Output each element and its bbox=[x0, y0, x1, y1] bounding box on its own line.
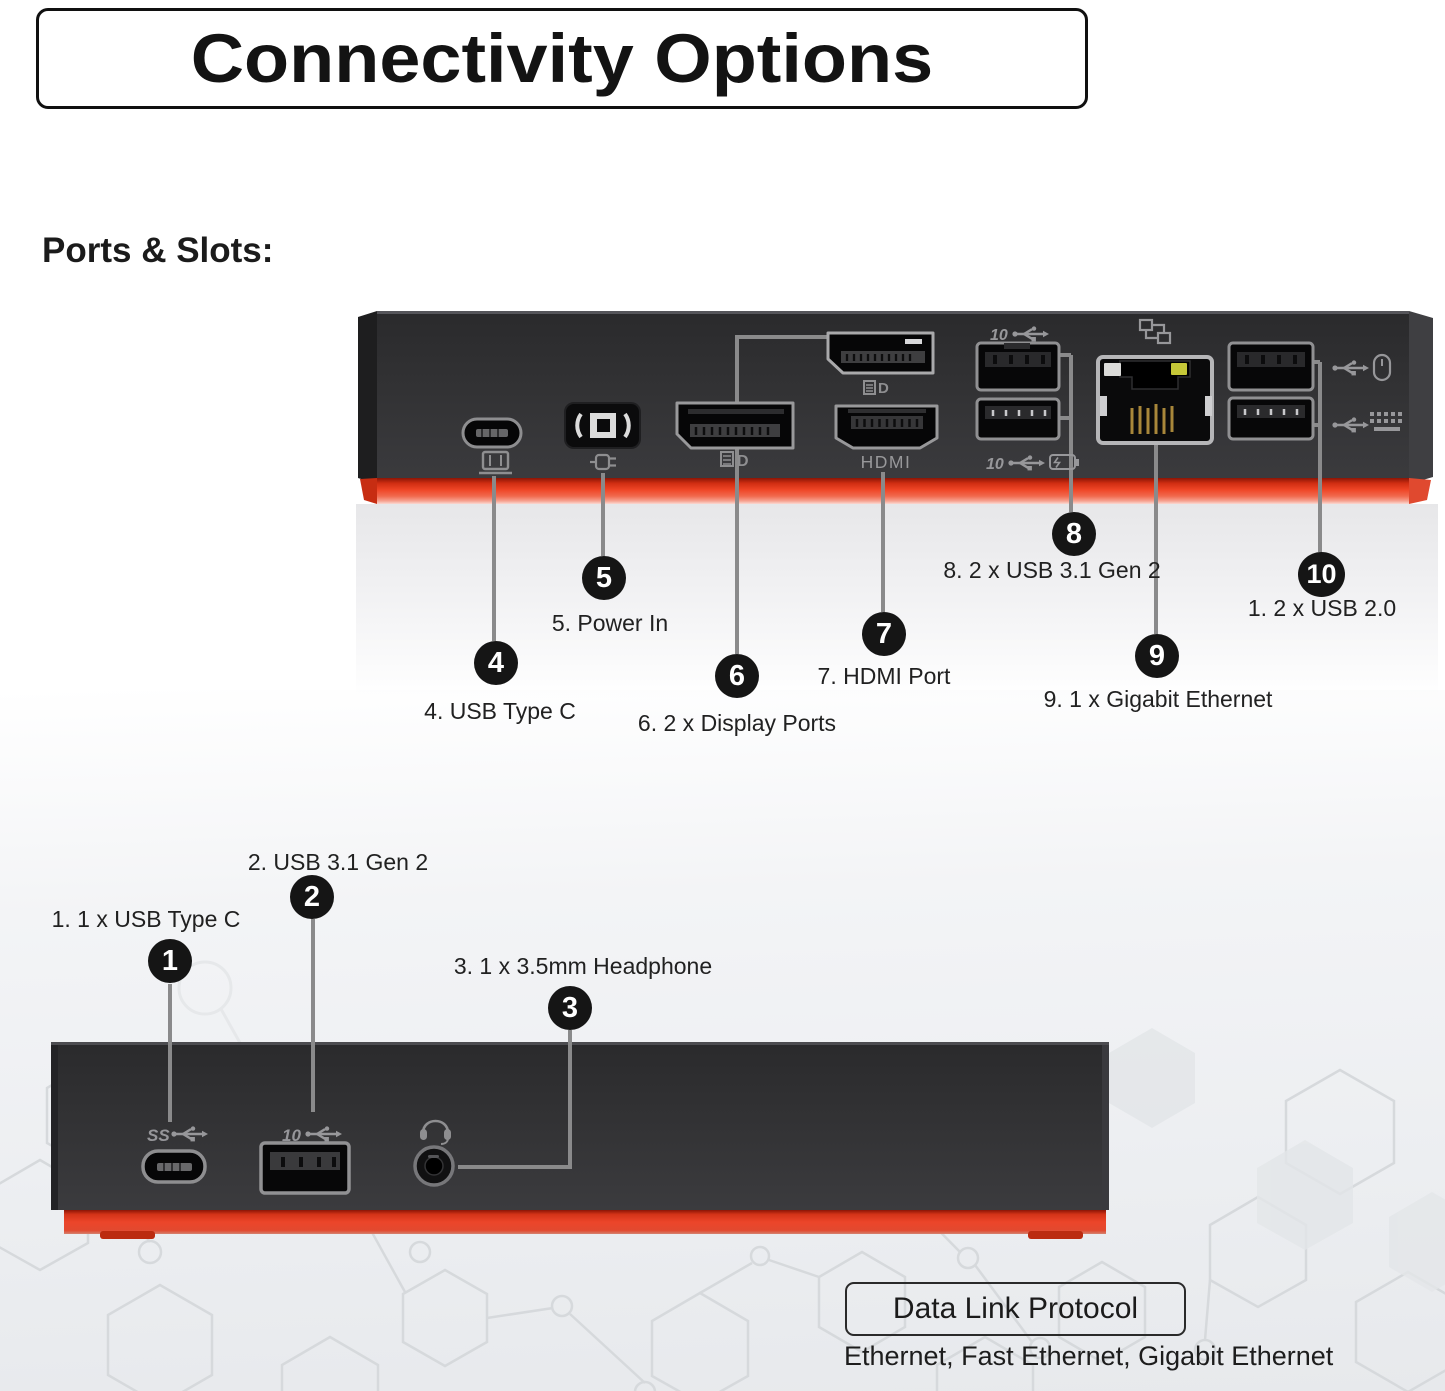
callout-line-3 bbox=[568, 1030, 572, 1169]
data-link-protocol-label: Data Link Protocol bbox=[892, 1292, 1139, 1325]
power-icon bbox=[590, 453, 616, 471]
headphone-icon bbox=[420, 1119, 451, 1145]
mouse-icon bbox=[1372, 353, 1392, 382]
protocols-text: Ethernet, Fast Ethernet, Gigabit Etherne… bbox=[844, 1341, 1334, 1371]
svg-text:SS: SS bbox=[147, 1126, 170, 1145]
usb-a-port-right-top bbox=[1227, 341, 1315, 392]
callout-badge-2: 2 bbox=[290, 875, 334, 919]
usb-a-port-right-bottom bbox=[1227, 396, 1315, 441]
callout-badge-6: 6 bbox=[715, 654, 759, 698]
callout-badge-1: 1 bbox=[148, 939, 192, 983]
callout-badge-8: 8 bbox=[1052, 512, 1096, 556]
front-dock-red-base bbox=[64, 1210, 1106, 1234]
battery-icon bbox=[1049, 454, 1079, 470]
callout-label-usb-type-c: 4. USB Type C bbox=[424, 698, 576, 724]
section-heading: Ports & Slots: bbox=[42, 231, 274, 270]
callout-label-headphone: 3. 1 x 3.5mm Headphone bbox=[453, 953, 713, 979]
callout-label-power-in: 5. Power In bbox=[551, 610, 669, 636]
callout-line-5 bbox=[601, 503, 605, 556]
callout-label-usb-20: 1. 2 x USB 2.0 bbox=[1247, 595, 1397, 621]
ethernet-port bbox=[1096, 355, 1214, 445]
callout-line-1 bbox=[168, 984, 172, 1122]
callout-line-7 bbox=[881, 503, 885, 612]
callout-label-usb31-gen2: 8. 2 x USB 3.1 Gen 2 bbox=[943, 557, 1161, 583]
displayport-icon-2: D bbox=[863, 380, 889, 397]
svg-text:D: D bbox=[737, 453, 749, 470]
callout-badge-10: 10 bbox=[1298, 552, 1345, 597]
callout-bracket-lines bbox=[492, 335, 1322, 505]
callout-badge-4: 4 bbox=[474, 641, 518, 685]
svg-text:10: 10 bbox=[990, 327, 1008, 344]
callout-line-3-horizontal bbox=[458, 1165, 570, 1169]
usb-c-port-back bbox=[461, 417, 523, 449]
usb-a-port-mid-top bbox=[975, 341, 1061, 392]
callout-label-front-usb31: 2. USB 3.1 Gen 2 bbox=[247, 849, 429, 875]
page-title: Connectivity Options bbox=[190, 20, 934, 97]
usb10-marking-front: 10 bbox=[282, 1125, 344, 1145]
usb10-battery-marking: 10 bbox=[986, 454, 1079, 473]
callout-label-gigabit-ethernet: 9. 1 x Gigabit Ethernet bbox=[1043, 686, 1273, 712]
dock-right-face bbox=[1409, 311, 1433, 484]
callout-badge-5: 5 bbox=[582, 556, 626, 600]
power-in-port bbox=[564, 402, 641, 449]
usb-keyboard-marking bbox=[1331, 412, 1402, 434]
usb-a-port-front bbox=[259, 1141, 351, 1195]
callout-line-9 bbox=[1154, 503, 1158, 634]
displayport-port-2 bbox=[826, 331, 935, 375]
data-link-protocol-box: Data Link Protocol bbox=[845, 1282, 1186, 1336]
callout-line-8 bbox=[1069, 503, 1073, 512]
callout-label-front-usb-type-c: 1. 1 x USB Type C bbox=[51, 906, 241, 932]
usb10-marking-top: 10 bbox=[990, 325, 1051, 344]
svg-text:D: D bbox=[878, 380, 889, 397]
dock-left-face bbox=[358, 311, 377, 484]
dock-reflection bbox=[356, 504, 1438, 699]
hdmi-port bbox=[834, 404, 939, 450]
dock-red-base bbox=[377, 478, 1409, 504]
background-gradient bbox=[0, 690, 1445, 1391]
keyboard-icon bbox=[1370, 412, 1402, 431]
callout-label-hdmi-port: 7. HDMI Port bbox=[817, 663, 951, 689]
hdmi-label: HDMI bbox=[861, 452, 912, 472]
callout-line-4 bbox=[492, 503, 496, 641]
callout-line-2 bbox=[311, 919, 315, 1112]
callout-line-6 bbox=[735, 503, 739, 654]
callout-badge-9: 9 bbox=[1135, 634, 1179, 678]
usb-a-port-mid-bottom bbox=[975, 397, 1061, 441]
title-box: Connectivity Options bbox=[36, 8, 1088, 109]
usb-mouse-marking bbox=[1331, 353, 1392, 382]
callout-label-display-ports: 6. 2 x Display Ports bbox=[637, 710, 837, 736]
network-icon bbox=[1138, 318, 1172, 345]
callout-badge-3: 3 bbox=[548, 986, 592, 1030]
usb-ss-marking: SS bbox=[147, 1125, 210, 1145]
dock-back-view: D D HDMI bbox=[358, 311, 1433, 505]
front-dock-body bbox=[51, 1042, 1109, 1210]
displayport-port-1 bbox=[675, 401, 795, 450]
headphone-jack bbox=[413, 1145, 455, 1187]
callout-badge-7: 7 bbox=[862, 612, 906, 656]
usb-c-port-front bbox=[141, 1149, 207, 1184]
svg-text:10: 10 bbox=[282, 1126, 301, 1145]
docking-icon bbox=[479, 450, 512, 475]
callout-line-10 bbox=[1318, 503, 1322, 552]
svg-text:10: 10 bbox=[986, 456, 1004, 473]
dock-front-view: SS 10 bbox=[51, 1042, 1109, 1239]
displayport-icon-1: D bbox=[720, 451, 749, 470]
